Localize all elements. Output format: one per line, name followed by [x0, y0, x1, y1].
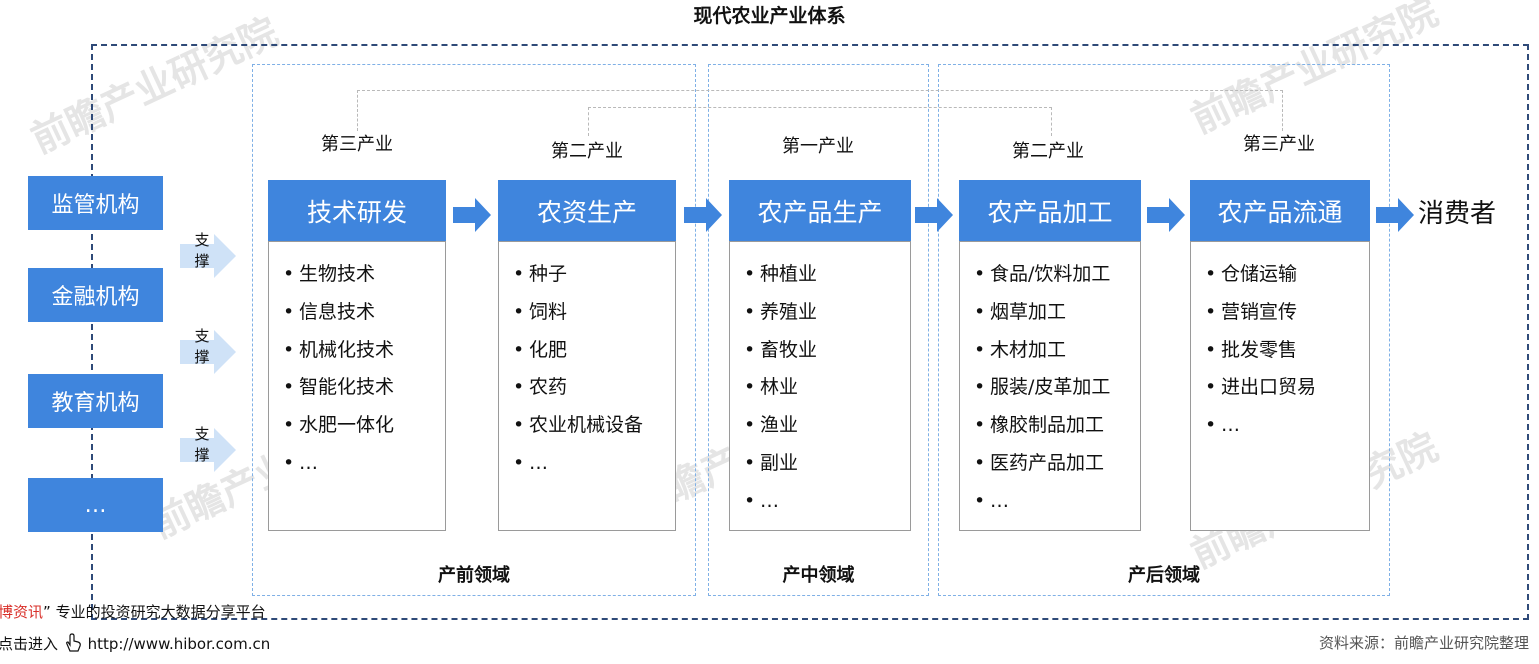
list-item: •…	[1205, 414, 1240, 437]
footer-tagline-text: 专业的投资研究大数据分享平台	[55, 603, 266, 621]
list-item: •…	[283, 451, 318, 474]
diagram-title: 现代农业产业体系	[693, 5, 846, 27]
stage-head-production: 农产品生产	[729, 180, 911, 241]
support-arrow-icon	[180, 330, 236, 374]
domain-label-mid: 产中领域	[782, 565, 855, 586]
flow-arrow-icon	[1376, 198, 1414, 232]
list-item: •智能化技术	[283, 376, 395, 399]
flow-arrow-icon	[915, 198, 953, 232]
domain-label-post: 产后领域	[1128, 565, 1200, 586]
list-item: •林业	[744, 376, 799, 399]
list-item: •进出口贸易	[1205, 376, 1317, 399]
stage-head-processing: 农产品加工	[959, 180, 1141, 241]
support-arrow: 支撑	[180, 231, 238, 278]
support-label: 支撑	[194, 231, 210, 270]
stage-body-inputs: •种子 •饲料 •化肥 •农药 •农业机械设备 •…	[498, 241, 676, 531]
list-item: •服装/皮革加工	[974, 376, 1111, 399]
list-item: •营销宣传	[1205, 300, 1298, 323]
list-item: •批发零售	[1205, 338, 1298, 361]
support-arrow-icon	[180, 428, 236, 472]
flow-arrow-icon	[684, 198, 722, 232]
list-item: •生物技术	[283, 263, 376, 285]
org-financial: 金融机构	[28, 268, 163, 322]
support-label: 支撑	[194, 327, 210, 366]
footer-tagline: 博资讯” 专业的投资研究大数据分享平台	[0, 602, 266, 622]
industry-label: 第二产业	[1012, 141, 1084, 162]
footer-link-row: 点击进入 http://www.hibor.com.cn	[0, 633, 270, 654]
list-item: •…	[974, 489, 1009, 512]
list-item: •信息技术	[283, 300, 376, 323]
flow-arrow-icon	[1147, 198, 1185, 232]
list-item: •…	[744, 489, 779, 512]
footer-url-link[interactable]: http://www.hibor.com.cn	[87, 635, 271, 653]
post-production-domain-box	[938, 64, 1390, 596]
support-arrow: 支撑	[180, 327, 238, 374]
industry-label: 第一产业	[782, 136, 854, 157]
list-item: •农业机械设备	[513, 414, 644, 437]
list-item: •…	[513, 451, 548, 474]
stage-body-circulation: •仓储运输 •营销宣传 •批发零售 •进出口贸易 •…	[1190, 241, 1370, 531]
footer-enter-label: 点击进入	[0, 635, 59, 653]
industry-label: 第二产业	[551, 141, 623, 162]
list-item: •机械化技术	[283, 338, 395, 361]
footer-quote: ”	[43, 603, 51, 621]
stage-body-rnd: •生物技术 •信息技术 •机械化技术 •智能化技术 •水肥一体化 •…	[268, 241, 446, 531]
org-regulatory: 监管机构	[28, 176, 163, 230]
connector-line-inner	[588, 107, 1052, 136]
consumer-label: 消费者	[1418, 199, 1497, 229]
list-item: •橡胶制品加工	[974, 414, 1105, 437]
list-item: •畜牧业	[744, 338, 818, 361]
list-item: •医药产品加工	[974, 451, 1105, 474]
list-item: •饲料	[513, 300, 568, 323]
list-item: •养殖业	[744, 300, 818, 323]
list-item: •化肥	[513, 338, 568, 361]
source-note: 资料来源：前瞻产业研究院整理	[1318, 634, 1529, 652]
list-item: •副业	[744, 451, 799, 474]
industry-label: 第三产业	[1243, 134, 1315, 155]
list-item: •烟草加工	[974, 300, 1067, 323]
stage-head-rnd: 技术研发	[268, 180, 446, 241]
production-domain-box	[708, 64, 929, 596]
org-more: …	[28, 478, 163, 532]
stage-body-processing: •食品/饮料加工 •烟草加工 •木材加工 •服装/皮革加工 •橡胶制品加工 •医…	[959, 241, 1141, 531]
stage-head-inputs: 农资生产	[498, 180, 676, 241]
support-label: 支撑	[194, 425, 210, 464]
domain-label-pre: 产前领域	[438, 565, 510, 586]
connector-line-outer	[357, 90, 1283, 131]
list-item: •渔业	[744, 414, 799, 437]
pre-production-domain-box	[252, 64, 696, 596]
industry-label: 第三产业	[321, 134, 393, 155]
list-item: •农药	[513, 376, 568, 399]
list-item: •种子	[513, 263, 568, 285]
stage-head-circulation: 农产品流通	[1190, 180, 1370, 241]
list-item: •种植业	[744, 263, 818, 285]
list-item: •水肥一体化	[283, 414, 395, 437]
flow-arrow-icon	[453, 198, 491, 232]
footer-brand: 博资讯	[0, 603, 44, 621]
list-item: •食品/饮料加工	[974, 263, 1111, 285]
industry-system-frame	[91, 44, 1529, 620]
list-item: •木材加工	[974, 338, 1067, 361]
support-arrow: 支撑	[180, 425, 238, 472]
list-item: •仓储运输	[1205, 263, 1298, 285]
org-education: 教育机构	[28, 374, 163, 428]
support-arrow-icon	[180, 234, 236, 278]
stage-body-production: •种植业 •养殖业 •畜牧业 •林业 •渔业 •副业 •…	[729, 241, 911, 531]
hand-pointer-icon	[65, 633, 81, 652]
